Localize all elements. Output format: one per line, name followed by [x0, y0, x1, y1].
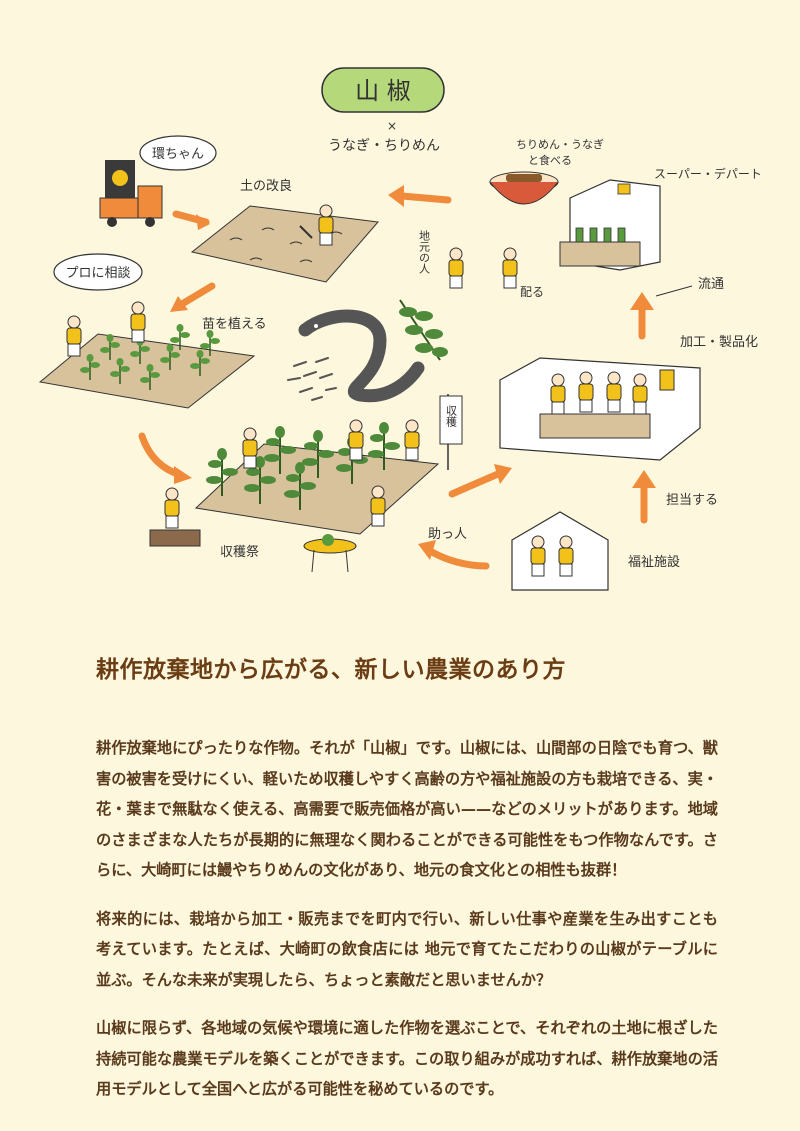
arrow-icon [448, 470, 502, 498]
in-charge-label: 担当する [666, 493, 718, 508]
distribute-label: 配る [520, 285, 544, 299]
subtitle-text: うなぎ・ちりめん [328, 138, 440, 154]
paragraph: 耕作放棄地にぴったりな作物。それが「山椒」です。山椒には、山間部の日陰でも育つ、… [96, 739, 718, 879]
arrow-head-icon [494, 464, 512, 484]
locals-group [448, 247, 518, 289]
paragraph: 山椒に限らず、各地域の気候や環境に適した作物を選ぶことで、それぞれの土地に根ざし… [96, 1019, 718, 1098]
arrow-head-icon [630, 292, 654, 310]
sansho-leaves-illustration [399, 299, 448, 361]
store-label: スーパー・デパート [654, 166, 762, 181]
seedling-label: 苗を植える [202, 317, 267, 332]
harvest-field [194, 419, 440, 535]
sardines-illustration [287, 357, 337, 401]
harvest-sign: 収穫 [439, 394, 463, 470]
illustration: 山 椒 × うなぎ・ちりめん 環ちゃん 土の改良 プロに相談 苗を植える [38, 67, 762, 591]
pro-label: プロに相談 [65, 265, 130, 281]
arrow-icon [138, 432, 182, 478]
welfare-facility [511, 511, 609, 591]
store-building [559, 179, 661, 271]
rice-bowl-illustration [489, 171, 559, 205]
subtitle-cross: × [387, 119, 397, 133]
truck-illustration [99, 160, 163, 227]
soil-field [190, 204, 379, 283]
eat-label-1: ちりめん・うなぎ [516, 137, 604, 151]
processing-label: 加工・製品化 [680, 335, 758, 350]
arrow-head-icon [196, 214, 210, 230]
arrow-icon [178, 282, 216, 308]
distribution-line [655, 285, 693, 297]
harvest-festival [149, 487, 357, 573]
eat-label-2: と食べる [528, 153, 572, 167]
eel-illustration [298, 309, 425, 403]
arrow-icon [428, 548, 490, 570]
harvest-festival-label: 収穫祭 [220, 545, 259, 560]
arrow-head-icon [388, 185, 404, 207]
body-text: 耕作放棄地にぴったりな作物。それが「山椒」です。山椒には、山間部の日陰でも育つ、… [96, 733, 718, 1123]
helper-label: 助っ人 [428, 527, 467, 542]
pro-bubble: プロに相談 [53, 253, 143, 291]
harvest-sign-label: 収穫 [445, 405, 458, 428]
arrow-head-icon [418, 540, 436, 560]
headline: 耕作放棄地から広がる、新しい農業のあり方 [96, 657, 566, 683]
processing-facility [499, 357, 701, 461]
locals-label: 地元の人 [418, 230, 431, 274]
distribution-label: 流通 [698, 277, 724, 292]
tamaki-label: 環ちゃん [152, 147, 204, 162]
arrow-head-icon [170, 296, 188, 312]
arrow-head-icon [174, 466, 192, 484]
soil-label: 土の改良 [240, 178, 292, 194]
paragraph: 将来的には、栽培から加工・販売までを町内で行い、新しい仕事や産業を生み出すことも… [96, 909, 718, 989]
arrow-head-icon [632, 470, 656, 488]
title-badge: 山 椒 [321, 67, 445, 113]
tamaki-bubble: 環ちゃん [139, 135, 217, 171]
arrow-icon [398, 192, 452, 204]
title-text: 山 椒 [355, 77, 411, 105]
seedling-field [38, 301, 256, 409]
welfare-label: 福祉施設 [628, 554, 680, 570]
